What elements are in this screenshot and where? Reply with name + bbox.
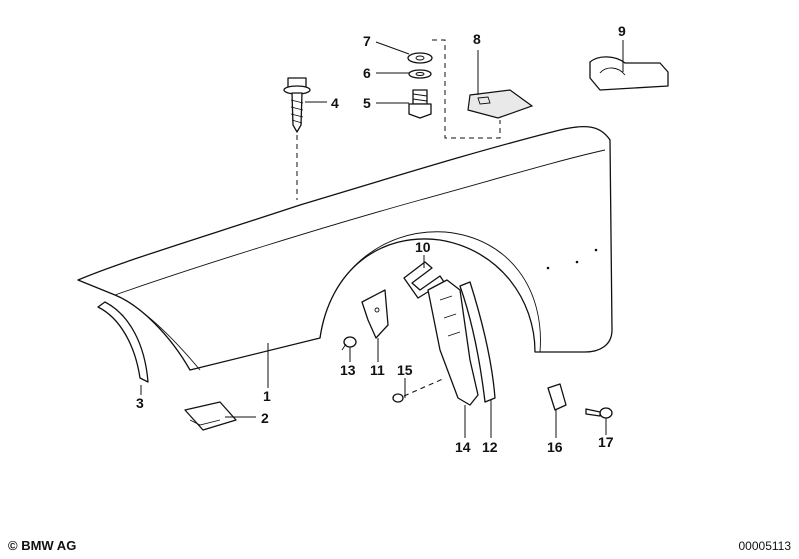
callout-11: 11	[370, 362, 385, 378]
callout-12: 12	[482, 439, 498, 455]
callout-8: 8	[473, 31, 481, 47]
bracket-part	[467, 89, 534, 119]
document-number: 00005113	[738, 539, 792, 553]
hex-bolt-part	[408, 89, 432, 119]
spring-clip-part	[403, 261, 445, 299]
spring-washer-part	[408, 69, 432, 79]
copyright-notice: © BMW AG	[8, 538, 77, 553]
callout-16: 16	[547, 439, 563, 455]
callout-6: 6	[363, 65, 371, 81]
splash-shield-part	[427, 279, 479, 406]
callout-4: 4	[331, 95, 339, 111]
screw-part	[392, 377, 446, 403]
clip-nut-part	[184, 401, 237, 431]
callout-9: 9	[618, 23, 626, 39]
callout-13: 13	[340, 362, 356, 378]
screw-small-part	[341, 336, 357, 351]
screw-17-part	[585, 407, 613, 419]
callout-14: 14	[455, 439, 471, 455]
callout-15: 15	[397, 362, 413, 378]
assembly-lines	[296, 39, 501, 200]
mounting-bracket-part	[361, 289, 389, 339]
seal-strip-part	[459, 281, 496, 403]
bolt-part	[283, 77, 311, 133]
washer-part	[407, 52, 433, 64]
callout-10: 10	[415, 239, 431, 255]
callout-3: 3	[136, 395, 144, 411]
buffer-part	[589, 56, 669, 91]
callout-5: 5	[363, 95, 371, 111]
callout-2: 2	[261, 410, 269, 426]
callout-17: 17	[598, 434, 614, 450]
clip-part	[547, 383, 567, 411]
callout-7: 7	[363, 33, 371, 49]
leader-lines	[140, 40, 624, 438]
fender-part	[77, 125, 613, 371]
callout-1: 1	[263, 388, 271, 404]
trim-strip-part	[97, 301, 149, 383]
